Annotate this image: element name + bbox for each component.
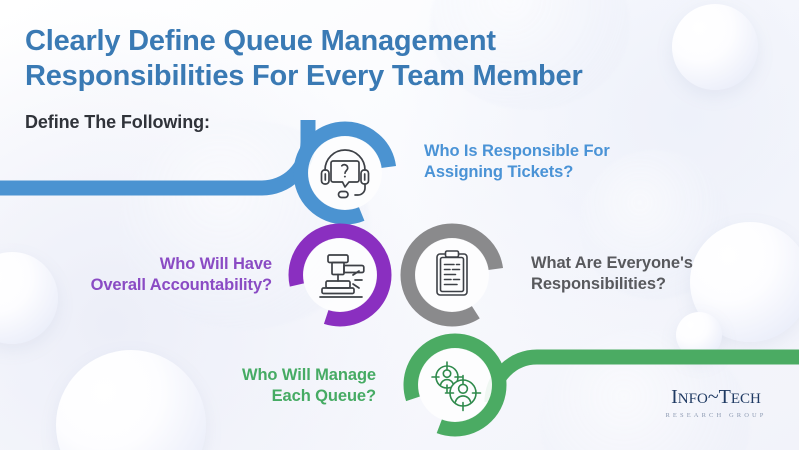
caption-assigning-tickets: Who Is Responsible For Assigning Tickets… bbox=[424, 141, 674, 183]
node-assigning-tickets[interactable] bbox=[293, 121, 397, 225]
ring-green bbox=[403, 333, 507, 437]
caption-line: What Are Everyone's bbox=[531, 254, 693, 272]
ring-blue bbox=[293, 121, 397, 225]
logo: INFO~TECH RESEARCH GROUP bbox=[646, 386, 786, 419]
logo-t: T bbox=[718, 386, 731, 408]
logo-nfo: NFO bbox=[677, 391, 708, 407]
caption-line: Who Will Manage bbox=[241, 366, 376, 384]
caption-line: Each Queue? bbox=[271, 387, 376, 405]
logo-tagline: RESEARCH GROUP bbox=[665, 412, 767, 419]
ring-purple bbox=[288, 223, 392, 327]
headset-question-icon bbox=[320, 149, 370, 199]
node-overall-accountability[interactable] bbox=[288, 223, 392, 327]
logo-i: I bbox=[671, 386, 678, 408]
logo-wordmark: INFO~TECH bbox=[646, 386, 786, 410]
gavel-icon bbox=[319, 254, 365, 298]
subtitle: Define The Following: bbox=[25, 112, 210, 132]
caption-manage-each-queue: Who Will Manage Each Queue? bbox=[140, 365, 376, 407]
caption-line: Who Is Responsible For bbox=[424, 142, 610, 160]
caption-line: Assigning Tickets? bbox=[424, 163, 574, 181]
caption-overall-accountability: Who Will Have Overall Accountability? bbox=[10, 254, 272, 296]
caption-line: Responsibilities? bbox=[531, 275, 666, 293]
caption-line: Who Will Have bbox=[159, 255, 272, 273]
logo-ech: ECH bbox=[730, 391, 761, 407]
people-target-icon bbox=[431, 361, 482, 412]
clipboard-icon bbox=[436, 250, 468, 296]
caption-everyone-responsibilities: What Are Everyone's Responsibilities? bbox=[531, 253, 781, 295]
connector-blue bbox=[0, 120, 316, 196]
ring-gray bbox=[400, 223, 504, 327]
caption-line: Overall Accountability? bbox=[90, 276, 272, 294]
logo-tilde: ~ bbox=[707, 386, 719, 408]
page-title: Clearly Define Queue Management Responsi… bbox=[25, 25, 583, 92]
node-everyone-responsibilities[interactable] bbox=[400, 223, 504, 327]
node-manage-each-queue[interactable] bbox=[403, 333, 507, 437]
